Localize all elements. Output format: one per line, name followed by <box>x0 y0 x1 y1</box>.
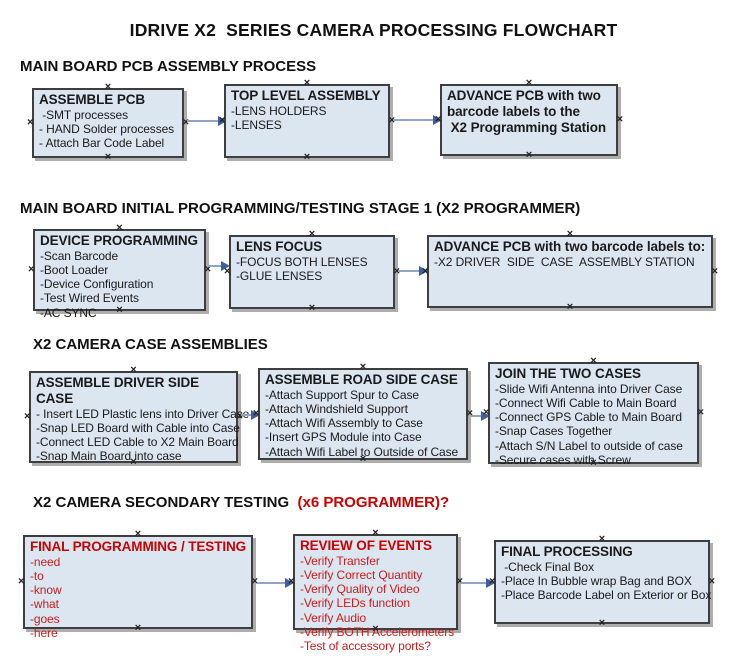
box-item: - Insert LED Plastic lens into Driver Ca… <box>36 406 250 421</box>
flow-box-advance-pcb-programming-station: ADVANCE PCB with two barcode labels to t… <box>440 84 618 156</box>
box-header: ADVANCE PCB with two barcode labels to: <box>434 239 707 255</box>
box-item: -what <box>30 597 59 612</box>
flow-box-device-programming: DEVICE PROGRAMMING -Scan Barcode-Boot Lo… <box>33 229 206 320</box>
section-heading-text: MAIN BOARD PCB ASSEMBLY PROCESS <box>20 58 317 75</box>
flow-box-lens-focus: LENS FOCUS -FOCUS BOTH LENSES-GLUE LENSE… <box>229 235 395 309</box>
box-item: -Test of accessory ports? <box>300 638 431 653</box>
section-heading-red-suffix: (x6 PROGRAMMER)? <box>297 494 450 511</box>
box-header: LENS FOCUS <box>236 239 389 255</box>
flow-arrow <box>208 261 230 271</box>
section-heading-text: MAIN BOARD INITIAL PROGRAMMING/TESTING S… <box>20 200 581 217</box>
box-item: -Attach Wifi Assembly to Case <box>265 416 423 431</box>
box-item: -Place In Bubble wrap Bag and BOX <box>501 574 692 589</box>
box-item: -Connect Wifi Cable to Main Board <box>495 396 677 411</box>
box-item: -Verify Audio <box>300 610 367 625</box>
flow-arrow <box>187 116 227 126</box>
box-item: -know <box>30 583 62 598</box>
box-item: -Check Final Box <box>501 559 594 574</box>
box-header: DEVICE PROGRAMMING <box>40 233 200 249</box>
box-items: -Verify Transfer-Verify Correct Quantity… <box>300 553 455 653</box>
box-item: -Test Wired Events <box>40 291 139 306</box>
flow-box-top-level-assembly: TOP LEVEL ASSEMBLY -LENS HOLDERS-LENSES <box>224 84 390 158</box>
box-item: -Verify BOTH Accelerometers <box>300 624 455 639</box>
flow-box-advance-pcb-case-assembly: ADVANCE PCB with two barcode labels to: … <box>427 235 713 308</box>
box-item: -Verify Correct Quantity <box>300 568 423 583</box>
box-header: ASSEMBLE DRIVER SIDE CASE <box>36 375 232 407</box>
box-item: -GLUE LENSES <box>236 269 323 284</box>
page-title: IDRIVE X2 SERIES CAMERA PROCESSING FLOWC… <box>129 20 618 40</box>
box-item: -Snap LED Board with Cable into Case <box>36 421 240 435</box>
box-item: -Place Barcode Label on Exterior or Box <box>501 588 712 603</box>
box-header: REVIEW OF EVENTS <box>300 538 452 554</box>
box-items: -X2 DRIVER SIDE CASE ASSEMBLY STATION <box>434 255 707 269</box>
box-header: ASSEMBLE ROAD SIDE CASE <box>265 372 462 388</box>
flow-box-join-the-two-cases: JOIN THE TWO CASES -Slide Wifi Antenna i… <box>488 362 699 467</box>
box-item: -Boot Loader <box>40 263 109 278</box>
box-item: -goes <box>30 611 60 626</box>
box-item: -LENS HOLDERS <box>231 103 327 118</box>
box-item: -Slide Wifi Antenna into Driver Case <box>495 381 683 396</box>
section-heading-pcb-assembly: MAIN BOARD PCB ASSEMBLY PROCESS <box>20 58 316 75</box>
flow-arrow <box>393 115 442 125</box>
flow-box-final-programming-testing: FINAL PROGRAMMING / TESTING -need-to-kno… <box>23 535 253 640</box>
box-items: -SMT processes- HAND Solder processes- A… <box>39 108 178 150</box>
box-item: -X2 DRIVER SIDE CASE ASSEMBLY STATION <box>434 254 695 269</box>
box-item: -FOCUS BOTH LENSES <box>236 254 368 269</box>
section-heading-initial-programming: MAIN BOARD INITIAL PROGRAMMING/TESTING S… <box>20 200 580 217</box>
box-item: -Attach Support Spur to Case <box>265 387 419 402</box>
box-item: -Snap Main Board into case <box>36 449 182 464</box>
box-header: ASSEMBLE PCB <box>39 92 178 108</box>
box-item: -Attach Windshield Support <box>265 402 408 417</box>
box-item: -Connect LED Cable to X2 Main Board <box>36 435 239 450</box>
box-items: - Insert LED Plastic lens into Driver Ca… <box>36 406 250 464</box>
box-item: -need <box>30 554 61 569</box>
flow-arrow <box>257 578 294 588</box>
box-items: -need-to-know-what-goes-here <box>30 555 247 640</box>
flow-box-assemble-driver-side-case: ASSEMBLE DRIVER SIDE CASE - Insert LED P… <box>29 371 250 464</box>
box-item: -LENSES <box>231 118 282 133</box>
flow-arrow <box>461 578 495 588</box>
box-item: -Verify Quality of Video <box>300 582 420 597</box>
box-header: FINAL PROCESSING <box>501 544 704 560</box>
box-item: -Verify LEDs function <box>300 596 410 611</box>
box-items: -FOCUS BOTH LENSES-GLUE LENSES <box>236 255 389 283</box>
flow-arrow <box>471 411 490 421</box>
box-items: -Check Final Box-Place In Bubble wrap Ba… <box>501 559 712 603</box>
section-heading-secondary-testing: X2 CAMERA SECONDARY TESTING (x6 PROGRAMM… <box>33 494 449 511</box>
box-item: -here <box>30 625 58 640</box>
box-item: -Snap Cases Together <box>495 424 613 439</box>
box-item: -to <box>30 569 44 584</box>
section-heading-text: X2 CAMERA SECONDARY TESTING <box>33 494 298 511</box>
box-item: -Secure cases with Screw <box>495 452 631 467</box>
box-item: - Attach Bar Code Label <box>39 136 165 151</box>
box-header: FINAL PROGRAMMING / TESTING <box>30 539 247 555</box>
box-header: TOP LEVEL ASSEMBLY <box>231 88 384 104</box>
box-item: -Connect GPS Cable to Main Board <box>495 410 682 425</box>
box-item: -Verify Transfer <box>300 553 380 568</box>
box-item: -Scan Barcode <box>40 248 119 263</box>
box-items: -Attach Support Spur to Case-Attach Wind… <box>265 388 462 459</box>
flow-box-review-of-events: REVIEW OF EVENTS -Verify Transfer-Verify… <box>293 534 458 653</box>
box-item: - HAND Solder processes <box>39 122 175 137</box>
flow-box-assemble-pcb: ASSEMBLE PCB -SMT processes- HAND Solder… <box>32 88 184 158</box>
box-item: -AC SYNC <box>40 305 97 320</box>
section-heading-case-assemblies: X2 CAMERA CASE ASSEMBLIES <box>33 336 268 353</box>
flow-box-final-processing: FINAL PROCESSING -Check Final Box-Place … <box>494 540 712 624</box>
box-item: -Attach S/N Label to outside of case <box>495 438 683 453</box>
flow-arrow <box>241 410 260 420</box>
box-item: -SMT processes <box>39 107 128 122</box>
box-item: -Device Configuration <box>40 277 154 292</box>
flow-arrow <box>398 266 428 276</box>
section-heading-text: X2 CAMERA CASE ASSEMBLIES <box>33 336 268 353</box>
box-items: -LENS HOLDERS-LENSES <box>231 104 384 132</box>
box-items: -Scan Barcode-Boot Loader-Device Configu… <box>40 249 200 320</box>
box-item: -Attach Wifi Label to Outside of Case <box>265 444 459 459</box>
box-items: -Slide Wifi Antenna into Driver Case-Con… <box>495 382 693 467</box>
box-header: JOIN THE TWO CASES <box>495 366 693 382</box>
flow-box-assemble-road-side-case: ASSEMBLE ROAD SIDE CASE -Attach Support … <box>258 368 468 460</box>
box-header: ADVANCE PCB with two barcode labels to t… <box>447 88 612 136</box>
box-item: -Insert GPS Module into Case <box>265 430 422 445</box>
